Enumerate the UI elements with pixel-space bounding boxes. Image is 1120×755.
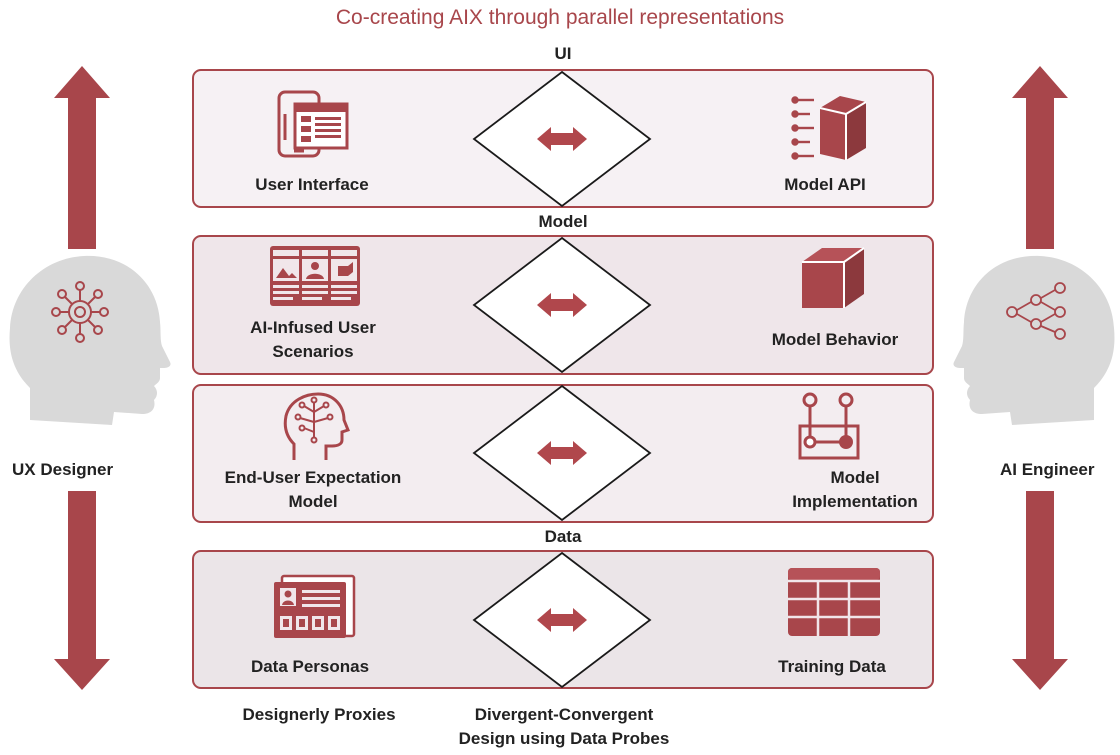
left-vertical-arrow [54, 66, 110, 690]
diagram-title: Co-creating AIX through parallel represe… [335, 6, 785, 29]
ai-infused-user-scenarios-label: AI-Infused User Scenarios [250, 318, 376, 361]
bidirectional-arrow-icon [537, 127, 587, 151]
storyboard-icon [270, 246, 360, 306]
persona-cards-icon [274, 574, 356, 638]
exchange-diamond-2 [472, 236, 652, 374]
end-user-expectation-model-label: End-User Expectation Model [224, 468, 402, 511]
designerly-proxies-label: Designerly Proxies [242, 705, 396, 724]
bidirectional-arrow-icon [537, 608, 587, 632]
exchange-diamond-1 [472, 70, 652, 208]
model-behavior-label: Model Behavior [771, 330, 899, 349]
table-icon [788, 568, 880, 636]
layer-label-model: Model [538, 212, 588, 231]
neural-net-head-icon [953, 255, 1115, 425]
exchange-diamond-4 [472, 551, 652, 689]
exchange-diamond-3 [472, 384, 652, 522]
model-implementation-label: Model Implementation [792, 468, 918, 511]
user-interface-icon [277, 90, 349, 158]
circuit-icon [798, 392, 860, 460]
layer-label-ui: UI [554, 44, 572, 63]
data-personas-label: Data Personas [250, 657, 370, 676]
layer-label-data: Data [544, 527, 582, 546]
training-data-label: Training Data [778, 657, 886, 676]
network-head-icon [9, 255, 171, 425]
user-interface-label: User Interface [255, 175, 369, 194]
brain-head-icon [283, 392, 350, 460]
cube-icon [802, 247, 865, 308]
model-api-icon [791, 96, 867, 160]
right-vertical-arrow [1012, 66, 1068, 690]
ux-designer-label: UX Designer [12, 460, 114, 479]
divergent-convergent-label: Divergent-Convergent Design using Data P… [458, 705, 670, 748]
ai-engineer-label: AI Engineer [1000, 460, 1095, 479]
model-api-label: Model API [784, 175, 866, 194]
bidirectional-arrow-icon [537, 293, 587, 317]
bidirectional-arrow-icon [537, 441, 587, 465]
